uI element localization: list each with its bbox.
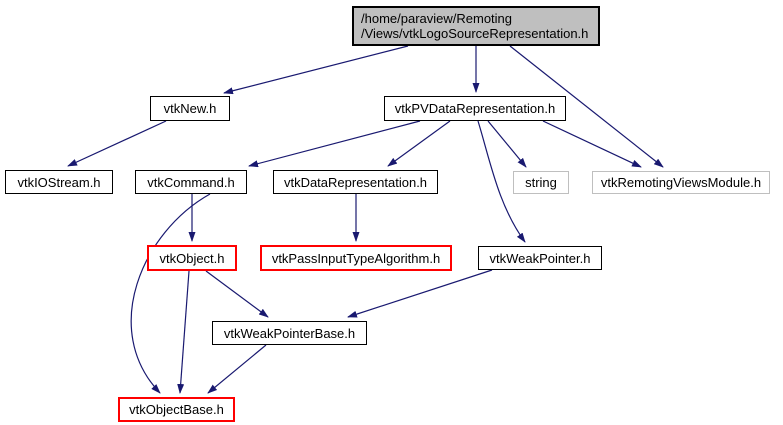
- node-vtkpvdatarepresentation-h[interactable]: vtkPVDataRepresentation.h: [384, 96, 566, 121]
- edge-vtkobject-h-to-vtkobjectbase-h: [177, 270, 190, 394]
- node-vtkobjectbase-h[interactable]: vtkObjectBase.h: [118, 397, 235, 422]
- node-label: vtkIOStream.h: [17, 174, 101, 190]
- node-vtkobject-h[interactable]: vtkObject.h: [147, 245, 237, 271]
- node-label: string: [525, 175, 557, 190]
- node-label: vtkObject.h: [159, 250, 225, 266]
- node-vtknew-h[interactable]: vtkNew.h: [150, 96, 230, 121]
- node-vtkpassinputtypealgorithm-h[interactable]: vtkPassInputTypeAlgorithm.h: [260, 245, 452, 271]
- edge-main-to-vtkremotingviewsmodule-h: [509, 45, 664, 168]
- node-string: string: [513, 171, 569, 194]
- node-label: vtkPassInputTypeAlgorithm.h: [271, 250, 441, 266]
- node-label: vtkRemotingViewsModule.h: [600, 175, 762, 190]
- node-label: /Views/vtkLogoSourceRepresentation.h: [361, 26, 589, 41]
- node-vtkiostream-h[interactable]: vtkIOStream.h: [5, 170, 113, 194]
- edge-vtknew-h-to-vtkiostream-h: [67, 120, 167, 167]
- node-label: vtkWeakPointer.h: [489, 250, 591, 266]
- node-vtkweakpointerbase-h[interactable]: vtkWeakPointerBase.h: [212, 321, 367, 345]
- edge-vtkpvdatarepresentation-h-to-vtkremotingviewsmodule-h: [542, 120, 642, 168]
- node-main: /home/paraview/Remoting/Views/vtkLogoSou…: [352, 6, 600, 46]
- node-label: vtkWeakPointerBase.h: [223, 325, 356, 341]
- node-label: vtkNew.h: [163, 101, 217, 116]
- node-label: vtkDataRepresentation.h: [283, 174, 428, 190]
- node-label: vtkObjectBase.h: [129, 402, 224, 417]
- node-vtkdatarepresentation-h[interactable]: vtkDataRepresentation.h: [273, 170, 438, 194]
- edge-vtkobject-h-to-vtkweakpointerbase-h: [205, 270, 269, 318]
- edge-vtkpvdatarepresentation-h-to-string: [487, 120, 527, 168]
- edge-vtkpvdatarepresentation-h-to-vtkdatarepresentation-h: [387, 120, 451, 167]
- edge-vtkweakpointer-h-to-vtkweakpointerbase-h: [347, 269, 493, 318]
- edge-vtkpvdatarepresentation-h-to-vtkweakpointer-h: [477, 120, 526, 243]
- edge-vtkcommand-h-to-vtkobjectbase-h: [130, 193, 211, 394]
- node-vtkweakpointer-h[interactable]: vtkWeakPointer.h: [478, 246, 602, 270]
- edge-main-to-vtknew-h: [223, 45, 409, 95]
- edge-vtkweakpointerbase-h-to-vtkobjectbase-h: [207, 344, 267, 394]
- edge-vtkpvdatarepresentation-h-to-vtkcommand-h: [248, 120, 421, 168]
- node-label: vtkCommand.h: [147, 174, 235, 190]
- node-vtkcommand-h[interactable]: vtkCommand.h: [135, 170, 247, 194]
- node-label: vtkPVDataRepresentation.h: [394, 101, 556, 116]
- node-vtkremotingviewsmodule-h: vtkRemotingViewsModule.h: [592, 171, 770, 194]
- node-label: /home/paraview/Remoting: [361, 11, 513, 26]
